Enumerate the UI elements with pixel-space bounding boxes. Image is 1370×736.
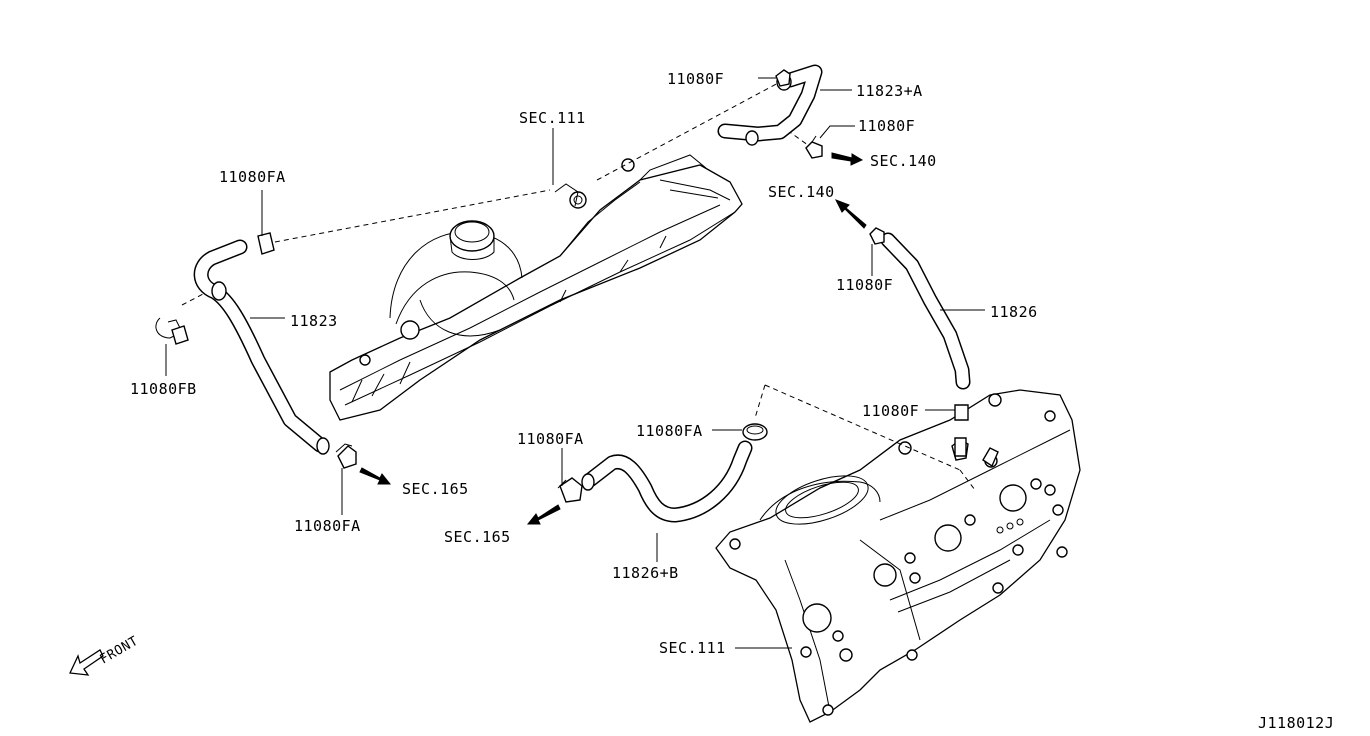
clamp-11080f-lower [954,404,969,457]
clamp-11080f-top [775,69,791,87]
rocker-cover-upper [329,154,743,421]
label-sec-140-mid: SEC.140 [768,183,835,201]
hose-11826 [880,232,971,390]
label-clamp-fa-center: 11080FA [636,422,703,440]
label-sec-165-center: SEC.165 [444,528,511,546]
front-direction-arrow-icon [69,649,104,676]
clamp-11080fa-center [742,423,768,441]
label-clamp-top-left: 11080F [667,70,724,88]
hose-11826-b [581,440,753,523]
label-clamp-fb: 11080FB [130,380,197,398]
clamp-11080f-mid [869,227,885,245]
label-sec-165-left: SEC.165 [402,480,469,498]
hose-11823-a [717,64,823,146]
label-sec-111-bottom: SEC.111 [659,639,726,657]
label-sec-140-top: SEC.140 [870,152,937,170]
part-labels: 11080F 11823+A 11080F SEC.140 SEC.111 11… [130,70,1334,732]
label-clamp-fa-bottom: 11080FA [294,517,361,535]
label-sec-111-top: SEC.111 [519,109,586,127]
clamp-11080fa-mid [557,477,583,503]
leader-lines [165,77,985,649]
flow-direction-arrow-icon [359,152,867,525]
label-hose-center: 11826+B [612,564,679,582]
clamp-11080fb [155,317,189,345]
hose-11823 [193,239,330,455]
label-clamp-fa-mid: 11080FA [517,430,584,448]
clamp-11080fa-bottom [335,443,357,469]
clamp-11080f-right [805,135,823,159]
label-hose-left: 11823 [290,312,338,330]
front-label: FRONT [98,634,142,668]
rocker-cover-lower [715,389,1081,723]
label-hose-top: 11823+A [856,82,923,100]
clamp-11080fa-top [257,232,275,255]
label-clamp-fa-left: 11080FA [219,168,286,186]
diagram-code: J118012J [1258,714,1334,732]
label-clamp-top-right: 11080F [858,117,915,135]
label-clamp-f-mid: 11080F [836,276,893,294]
dashed-routing-lines [181,81,976,491]
label-hose-right: 11826 [990,303,1038,321]
label-clamp-f-lower: 11080F [862,402,919,420]
